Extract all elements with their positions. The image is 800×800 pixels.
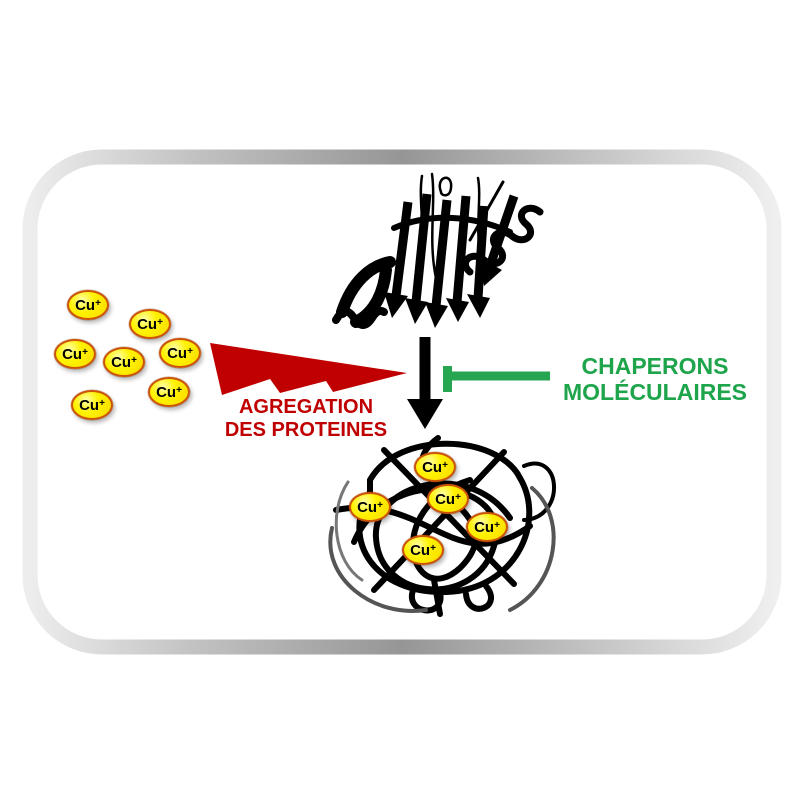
copper-ion-free-7: Cu+ xyxy=(71,390,113,420)
cu-charge: + xyxy=(377,499,383,511)
chaperones-caption: CHAPERONS MOLÉCULAIRES xyxy=(543,353,767,405)
copper-ion-free-5: Cu+ xyxy=(159,338,201,368)
cu-symbol: Cu xyxy=(79,396,100,414)
copper-ion-label: Cu+ xyxy=(156,385,182,400)
copper-ion-free-6: Cu+ xyxy=(148,377,190,407)
inhibition-tbar-icon xyxy=(443,366,550,392)
copper-ion-bound-2: Cu+ xyxy=(427,484,469,514)
cu-charge: + xyxy=(157,316,163,328)
down-arrow-shaft xyxy=(419,337,431,401)
copper-ion-label: Cu+ xyxy=(137,317,163,332)
copper-ion-free-2: Cu+ xyxy=(129,309,171,339)
copper-ion-label: Cu+ xyxy=(167,346,193,361)
copper-ion-label: Cu+ xyxy=(62,347,88,362)
copper-ion-label: Cu+ xyxy=(111,355,137,370)
copper-ion-label: Cu+ xyxy=(79,398,105,413)
cu-charge: + xyxy=(95,297,101,309)
copper-ion-label: Cu+ xyxy=(474,520,500,535)
cu-symbol: Cu xyxy=(357,498,378,516)
copper-ion-free-4: Cu+ xyxy=(103,347,145,377)
cu-symbol: Cu xyxy=(435,490,456,508)
protein-helix-coil xyxy=(332,204,544,329)
copper-ion-bound-4: Cu+ xyxy=(466,512,508,542)
protein-beta-strands xyxy=(391,193,519,307)
cu-charge: + xyxy=(442,459,448,471)
cu-symbol: Cu xyxy=(137,315,158,333)
cu-symbol: Cu xyxy=(167,344,188,362)
copper-ion-bound-3: Cu+ xyxy=(349,492,391,522)
cu-charge: + xyxy=(176,384,182,396)
cu-charge: + xyxy=(131,354,137,366)
folded-protein-icon xyxy=(332,172,544,329)
tbar-stem xyxy=(448,371,550,381)
copper-ion-free-3: Cu+ xyxy=(54,339,96,369)
tbar-stop-bar xyxy=(443,366,452,392)
chaperones-caption-line1: CHAPERONS xyxy=(581,353,729,379)
aggregation-caption: AGREGATION DES PROTEINES xyxy=(200,396,412,442)
copper-ion-label: Cu+ xyxy=(357,500,383,515)
cu-symbol: Cu xyxy=(111,353,132,371)
cu-charge: + xyxy=(99,397,105,409)
lightning-bolt-icon xyxy=(210,343,407,395)
copper-ion-bound-5: Cu+ xyxy=(402,535,444,565)
copper-ion-label: Cu+ xyxy=(422,460,448,475)
chaperones-caption-line2: MOLÉCULAIRES xyxy=(563,379,747,405)
cu-symbol: Cu xyxy=(62,345,83,363)
copper-ion-label: Cu+ xyxy=(75,298,101,313)
down-arrow-head xyxy=(407,399,443,429)
cu-charge: + xyxy=(430,542,436,554)
copper-ion-free-1: Cu+ xyxy=(67,290,109,320)
aggregate-tangle-light-strokes xyxy=(328,461,556,613)
lightning-bolt-shape xyxy=(210,343,407,395)
aggregation-caption-line2: DES PROTEINES xyxy=(224,419,388,441)
cu-symbol: Cu xyxy=(156,383,177,401)
down-arrow-icon xyxy=(407,337,443,429)
cu-symbol: Cu xyxy=(410,541,431,559)
aggregation-caption-line1: AGREGATION xyxy=(238,396,374,418)
protein-aggregate-icon xyxy=(328,435,556,617)
copper-ion-bound-1: Cu+ xyxy=(414,452,456,482)
cu-symbol: Cu xyxy=(75,296,96,314)
cu-charge: + xyxy=(82,346,88,358)
cu-charge: + xyxy=(187,345,193,357)
copper-ion-label: Cu+ xyxy=(435,492,461,507)
protein-strand-arrowheads xyxy=(384,258,502,328)
rounded-frame xyxy=(22,149,782,655)
cu-symbol: Cu xyxy=(422,458,443,476)
cu-charge: + xyxy=(494,519,500,531)
cu-symbol: Cu xyxy=(474,518,495,536)
cu-charge: + xyxy=(455,491,461,503)
copper-ion-label: Cu+ xyxy=(410,543,436,558)
